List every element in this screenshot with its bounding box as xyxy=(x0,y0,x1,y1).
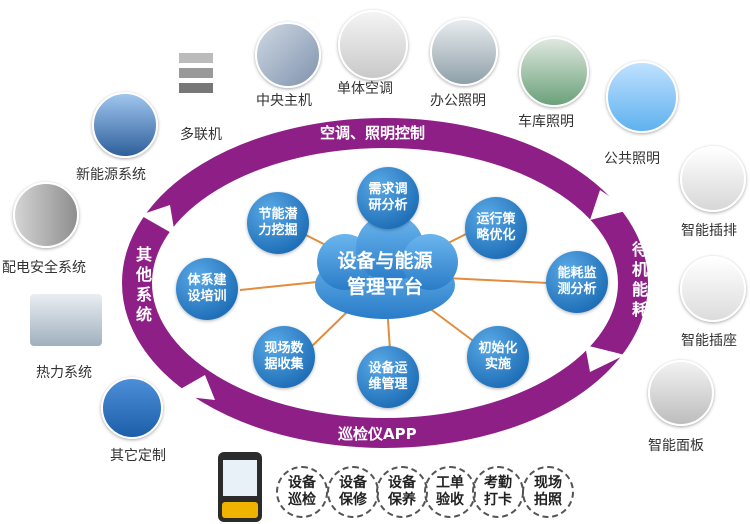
node-energy-monitoring: 能耗监测分析 xyxy=(546,251,608,313)
app-equipment-repair: 设备保修 xyxy=(327,466,379,518)
node-label: 初始化实施 xyxy=(478,341,518,372)
office-lighting-image xyxy=(430,18,498,86)
ring-band xyxy=(122,118,648,448)
label-multi-split: 多联机 xyxy=(180,127,222,143)
label-smart-panel: 智能面板 xyxy=(648,438,704,454)
wind-turbine-image xyxy=(101,377,163,439)
node-initialization: 初始化实施 xyxy=(467,326,529,388)
label-new-energy: 新能源系统 xyxy=(76,167,146,183)
pill-label: 设备保修 xyxy=(339,475,367,508)
node-label: 体系建设培训 xyxy=(187,273,227,304)
center-title-line2: 管理平台 xyxy=(346,276,423,298)
label-other-custom: 其它定制 xyxy=(110,448,166,464)
band-left-label: 其他系统 xyxy=(135,245,152,324)
smart-socket-image xyxy=(680,256,746,322)
node-label: 运行策略优化 xyxy=(476,212,516,243)
handheld-device-image xyxy=(218,452,262,522)
app-site-photo: 现场拍照 xyxy=(522,466,574,518)
label-garage-lighting: 车库照明 xyxy=(518,114,574,130)
label-public-lighting: 公共照明 xyxy=(604,151,660,167)
cloud-shape xyxy=(315,214,458,319)
center-title-line1: 设备与能源 xyxy=(337,250,433,272)
pill-label: 考勤打卡 xyxy=(484,475,512,508)
node-operation-strategy: 运行策略优化 xyxy=(465,197,527,259)
node-system-training: 体系建设培训 xyxy=(176,258,238,320)
node-label: 设备运维管理 xyxy=(368,361,408,392)
air-conditioner-image xyxy=(338,10,408,80)
node-label: 能耗监测分析 xyxy=(557,266,597,297)
node-equipment-maintenance: 设备运维管理 xyxy=(357,346,419,408)
new-energy-image xyxy=(92,92,158,158)
node-label: 节能潜力挖掘 xyxy=(258,207,298,238)
node-data-collection: 现场数据收集 xyxy=(253,326,315,388)
multi-split-image xyxy=(168,45,224,111)
heating-system-image xyxy=(28,292,104,348)
label-power-distribution: 配电安全系统 xyxy=(2,260,86,276)
power-distribution-image xyxy=(13,182,79,248)
app-equipment-upkeep: 设备保养 xyxy=(376,466,428,518)
band-right-label: 待机能耗 xyxy=(631,240,648,319)
power-strip-image xyxy=(680,146,746,212)
band-bottom-label: 巡检仪APP xyxy=(338,425,417,443)
app-attendance: 考勤打卡 xyxy=(472,466,524,518)
street-light-image xyxy=(606,61,678,133)
garage-lighting-image xyxy=(519,37,589,107)
label-heating-system: 热力系统 xyxy=(36,365,92,381)
pill-label: 工单验收 xyxy=(436,475,464,508)
app-equipment-inspection: 设备巡检 xyxy=(276,466,328,518)
label-office-lighting: 办公照明 xyxy=(430,93,486,109)
pill-label: 设备保养 xyxy=(388,475,416,508)
label-single-ac: 单体空调 xyxy=(337,81,393,97)
center-title: 设备与能源 管理平台 xyxy=(318,248,452,300)
node-saving-potential: 节能潜力挖掘 xyxy=(247,192,309,254)
central-chiller-image xyxy=(255,22,321,88)
pill-label: 设备巡检 xyxy=(288,475,316,508)
node-demand-analysis: 需求调研分析 xyxy=(357,167,419,229)
band-top-label: 空调、照明控制 xyxy=(320,124,426,142)
node-label: 现场数据收集 xyxy=(264,341,304,372)
pill-label: 现场拍照 xyxy=(534,475,562,508)
label-central-chiller: 中央主机 xyxy=(256,93,312,109)
label-power-strip: 智能插排 xyxy=(681,223,737,239)
app-work-order: 工单验收 xyxy=(424,466,476,518)
node-label: 需求调研分析 xyxy=(368,182,408,213)
smart-panel-image xyxy=(648,360,714,426)
label-smart-socket: 智能插座 xyxy=(681,333,737,349)
